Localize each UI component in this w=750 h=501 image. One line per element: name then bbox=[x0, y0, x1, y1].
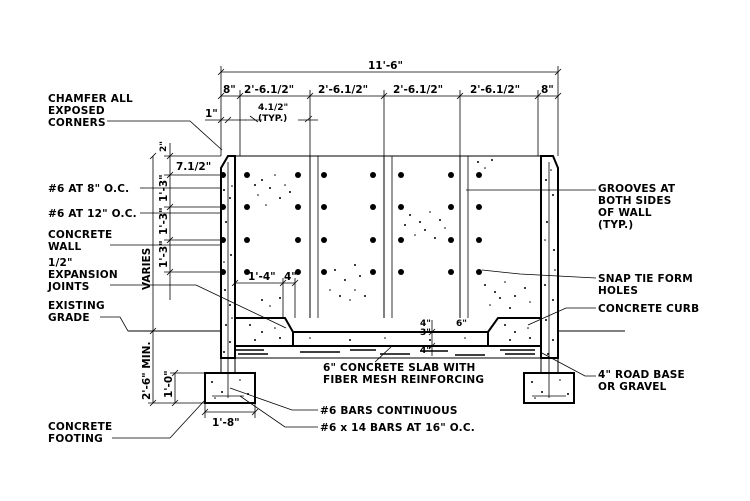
label-grooves-2: BOTH SIDES bbox=[598, 195, 671, 207]
dim-slab-3: 3" bbox=[420, 328, 431, 338]
label-slab-2: FIBER MESH REINFORCING bbox=[323, 374, 484, 386]
label-expansion-2: EXPANSION bbox=[48, 269, 118, 281]
label-grooves-1: GROOVES AT bbox=[598, 183, 676, 195]
label-bars-12: #6 AT 12" O.C. bbox=[48, 208, 137, 220]
dim-end-right: 8" bbox=[541, 84, 554, 96]
snap-tie-holes bbox=[220, 172, 482, 275]
left-dimensions bbox=[148, 143, 299, 418]
dim-overall: 11'-6" bbox=[368, 60, 403, 72]
dim-curb-width: 1'-4" bbox=[248, 271, 276, 283]
dim-spacing-3: 1'-3" bbox=[158, 240, 170, 268]
label-chamfer-2: EXPOSED bbox=[48, 105, 105, 117]
label-road-1: 4" ROAD BASE bbox=[598, 369, 685, 381]
label-grooves-3: OF WALL bbox=[598, 207, 652, 219]
dim-footing-height: 1'-0" bbox=[163, 370, 175, 398]
label-curb: CONCRETE CURB bbox=[598, 303, 699, 315]
label-chamfer-1: CHAMFER ALL bbox=[48, 93, 133, 105]
left-dim-labels: 2" 7.1/2" 1'-3" 1'-3" 1'-3" VARIES 2'-6"… bbox=[141, 141, 297, 429]
dim-tick-top: 2" bbox=[159, 141, 169, 152]
dim-spacing-2: 1'-3" bbox=[158, 207, 170, 235]
dim-slab-4a: 4" bbox=[420, 319, 431, 329]
dim-curb-gap: 4" bbox=[284, 271, 297, 283]
dim-slab-6: 6" bbox=[456, 319, 467, 329]
label-wall-1: CONCRETE bbox=[48, 229, 112, 241]
dim-groove-typ: (TYP.) bbox=[258, 114, 287, 124]
label-footing-2: FOOTING bbox=[48, 433, 103, 445]
road-base bbox=[234, 345, 542, 359]
dim-bay-3: 2'-6.1/2" bbox=[393, 84, 443, 96]
dim-footing-width: 1'-8" bbox=[212, 417, 240, 429]
label-snap-2: HOLES bbox=[598, 285, 638, 297]
right-wall bbox=[540, 155, 559, 359]
label-chamfer-3: CORNERS bbox=[48, 117, 106, 129]
top-dimensions bbox=[205, 66, 562, 156]
road-base-hatch bbox=[236, 349, 535, 356]
dim-groove: 4.1/2" bbox=[258, 103, 288, 113]
right-callouts: GROOVES AT BOTH SIDES OF WALL (TYP.) SNA… bbox=[466, 183, 699, 393]
bottom-callouts: 6" CONCRETE SLAB WITH FIBER MESH REINFOR… bbox=[229, 345, 484, 434]
slab-dimensions: 4" 3" 4" 6" bbox=[420, 319, 467, 356]
label-bars-14: #6 x 14 BARS AT 16" O.C. bbox=[320, 422, 475, 434]
wall-structure bbox=[128, 155, 625, 404]
left-curb bbox=[235, 317, 294, 347]
dim-bay-1: 2'-6.1/2" bbox=[244, 84, 294, 96]
label-bars-continuous: #6 BARS CONTINUOUS bbox=[320, 405, 458, 417]
left-footing bbox=[204, 372, 256, 404]
dim-end-left: 8" bbox=[223, 84, 236, 96]
dim-top-offset: 7.1/2" bbox=[176, 161, 211, 173]
label-expansion-3: JOINTS bbox=[47, 281, 89, 293]
label-grooves-4: (TYP.) bbox=[598, 219, 633, 231]
concrete-stipple bbox=[211, 159, 569, 399]
left-callouts: CHAMFER ALL EXPOSED CORNERS #6 AT 8" O.C… bbox=[47, 93, 287, 445]
dim-min-depth: 2'-6" MIN. bbox=[141, 342, 153, 400]
dim-varies: VARIES bbox=[141, 248, 153, 290]
label-expansion-1: 1/2" bbox=[48, 257, 73, 269]
dim-bay-4: 2'-6.1/2" bbox=[470, 84, 520, 96]
dim-slab-4b: 4" bbox=[420, 346, 431, 356]
label-slab-1: 6" CONCRETE SLAB WITH bbox=[323, 362, 475, 374]
label-grade-2: GRADE bbox=[48, 312, 90, 324]
dim-one-inch: 1" bbox=[205, 108, 218, 120]
label-bars-8: #6 AT 8" O.C. bbox=[48, 183, 129, 195]
top-dim-labels: 11'-6" 8" 2'-6.1/2" 2'-6.1/2" 2'-6.1/2" … bbox=[205, 60, 554, 124]
dim-bay-2: 2'-6.1/2" bbox=[318, 84, 368, 96]
label-snap-1: SNAP TIE FORM bbox=[598, 273, 693, 285]
label-footing-1: CONCRETE bbox=[48, 421, 112, 433]
label-grade-1: EXISTING bbox=[48, 300, 105, 312]
label-wall-2: WALL bbox=[48, 241, 82, 253]
left-wall bbox=[220, 155, 236, 359]
label-road-2: OR GRAVEL bbox=[598, 381, 667, 393]
